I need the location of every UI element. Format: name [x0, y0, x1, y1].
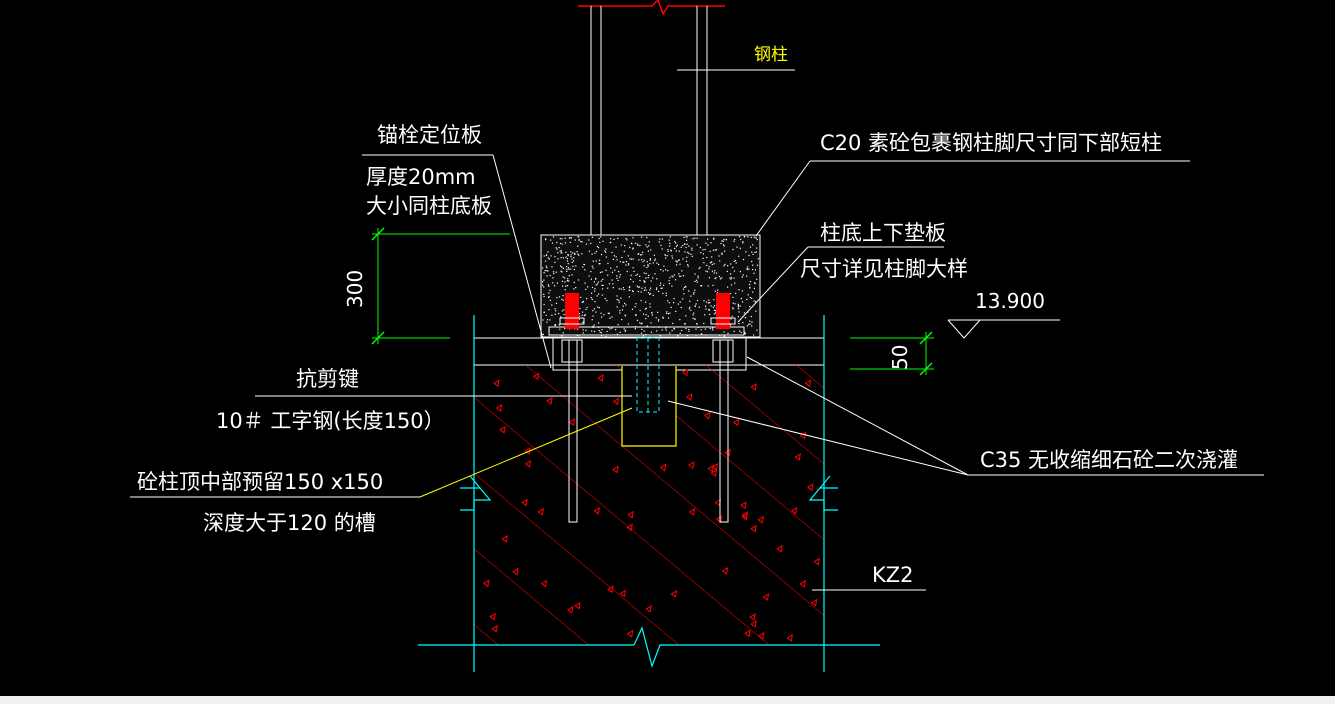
column-tag: KZ2 — [812, 563, 926, 591]
column-tag-text: KZ2 — [872, 563, 914, 587]
c35-grout-label: C35 无收缩细石砼二次浇灌 — [667, 356, 1264, 476]
shear-key — [636, 337, 660, 413]
dimension-50-text: 50 — [888, 345, 912, 370]
groove-label: 砼柱顶中部预留150 x150 深度大于120 的槽 — [130, 407, 633, 535]
anchor-bolt-left — [559, 293, 585, 523]
pad-plate-detail: 尺寸详见柱脚大样 — [800, 257, 968, 281]
column-outline-lines — [418, 315, 880, 672]
status-bar — [0, 696, 1335, 704]
pad-plate-title: 柱底上下垫板 — [820, 221, 946, 245]
pad-plate-label: 柱底上下垫板 尺寸详见柱脚大样 — [737, 221, 968, 323]
c20-wrap-text: C20 素砼包裹钢柱脚尺寸同下部短柱 — [820, 131, 1162, 155]
shear-key-spec: 10＃ 工字钢(长度150） — [216, 409, 445, 433]
shear-key-label: 抗剪键 10＃ 工字钢(长度150） — [216, 367, 632, 433]
dimension-50: 50 — [850, 331, 934, 376]
steel-column-label: 钢柱 — [677, 45, 795, 71]
anchor-plate-title: 锚栓定位板 — [377, 123, 482, 147]
anchor-plate-size: 大小同柱底板 — [366, 194, 492, 218]
anchor-plate-label: 锚栓定位板 厚度20mm 大小同柱底板 — [362, 123, 552, 369]
elevation-mark: 13.900 — [947, 289, 1060, 339]
anchor-bolt-right — [710, 293, 736, 523]
dimension-300: 300 — [343, 227, 510, 345]
steel-column-text: 钢柱 — [754, 45, 788, 65]
c35-grout-text: C35 无收缩细石砼二次浇灌 — [980, 448, 1238, 472]
column-top-break-line — [578, 0, 725, 16]
elevation-value: 13.900 — [975, 289, 1045, 313]
pre-reserved-groove — [621, 366, 677, 447]
c20-wrap-label: C20 素砼包裹钢柱脚尺寸同下部短柱 — [755, 131, 1190, 237]
concrete-speckle — [542, 236, 759, 338]
anchor-plate-thickness: 厚度20mm — [366, 165, 476, 189]
dimension-300-text: 300 — [343, 270, 367, 308]
concrete-pier — [474, 365, 824, 645]
shear-key-title: 抗剪键 — [296, 367, 359, 391]
groove-size-text: 砼柱顶中部预留150 x150 — [137, 470, 383, 494]
pier-top — [474, 337, 824, 366]
groove-depth-text: 深度大于120 的槽 — [203, 511, 376, 535]
